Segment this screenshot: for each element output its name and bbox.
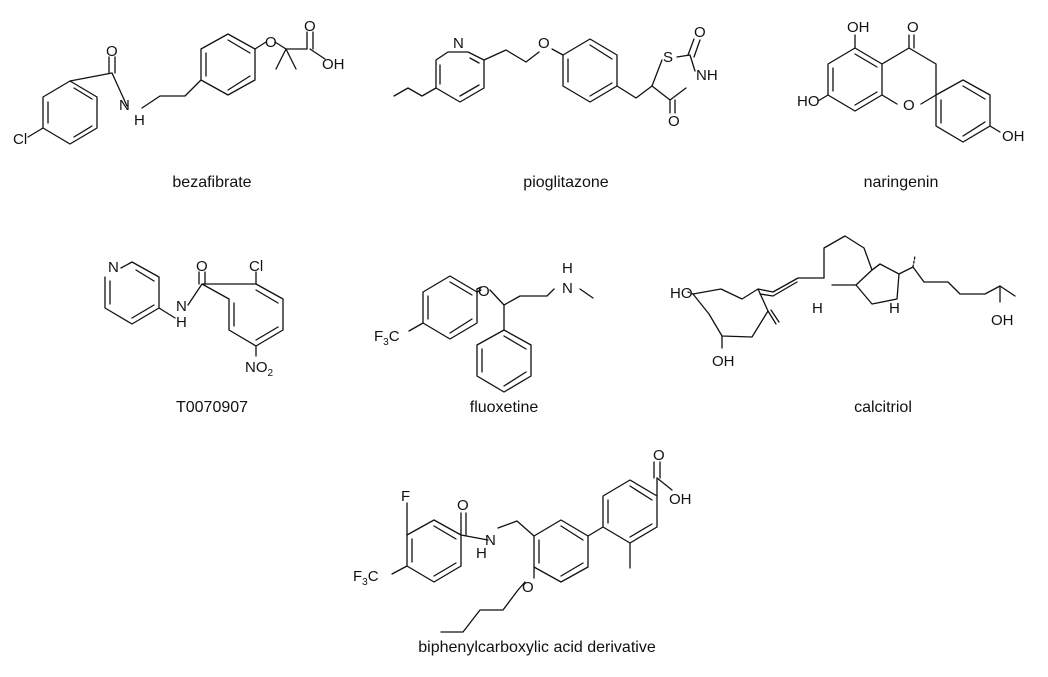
fluoxetine-structure: O H N F3C fluoxetine <box>374 260 594 416</box>
biphenyl-amide-h: H <box>476 545 487 562</box>
naringenin-structure: OH O HO O OH naringenin <box>797 19 1025 191</box>
calcitriol-caption: calcitriol <box>854 399 912 416</box>
naringenin-ho-left: HO <box>797 93 820 110</box>
biphenyl-amide-n: N <box>485 532 496 549</box>
t0070907-structure: N O Cl N H NO2 T0070907 <box>104 258 284 416</box>
pioglitazone-o-bottom: O <box>668 113 680 130</box>
pioglitazone-s: S <box>663 49 673 66</box>
biphenyl-caption: biphenylcarboxylic acid derivative <box>418 639 656 656</box>
fluoxetine-cf3: F3C <box>374 328 400 348</box>
biphenyl-oh: OH <box>669 491 692 508</box>
t0070907-cl: Cl <box>249 258 263 275</box>
fluoxetine-nh-h: H <box>562 260 573 277</box>
biphenyl-derivative-structure: F O O OH N H O F3C biphenylcarboxylic ac… <box>353 447 692 656</box>
bezafibrate-ether-o: O <box>265 34 277 51</box>
calcitriol-structure: HO OH H H OH calcitriol <box>670 235 1016 416</box>
naringenin-oh-top: OH <box>847 19 870 36</box>
biphenyl-ether-o: O <box>522 579 534 596</box>
naringenin-ring-o: O <box>903 97 915 114</box>
t0070907-caption: T0070907 <box>176 399 248 416</box>
biphenyl-f: F <box>401 488 410 505</box>
pioglitazone-structure: N O S O NH O pioglitazone <box>393 24 718 191</box>
naringenin-caption: naringenin <box>864 174 939 191</box>
fluoxetine-n: N <box>562 280 573 297</box>
bezafibrate-carbonyl-o: O <box>106 43 118 60</box>
bezafibrate-amide-n: N <box>119 97 130 114</box>
biphenyl-carbonyl-o: O <box>457 497 469 514</box>
calcitriol-ho-left: HO <box>670 285 693 302</box>
naringenin-ketone-o: O <box>907 19 919 36</box>
bezafibrate-cl: Cl <box>13 131 27 148</box>
t0070907-pyridine-n: N <box>108 259 119 276</box>
biphenyl-acid-o: O <box>653 447 665 464</box>
pioglitazone-pyridine-n: N <box>453 35 464 52</box>
t0070907-amide-n: N <box>176 298 187 315</box>
bezafibrate-caption: bezafibrate <box>172 174 251 191</box>
t0070907-no2: NO2 <box>245 359 274 379</box>
pioglitazone-o-top: O <box>694 24 706 41</box>
bezafibrate-oh: OH <box>322 56 345 73</box>
pioglitazone-ether-o: O <box>538 35 550 52</box>
t0070907-carbonyl-o: O <box>196 258 208 275</box>
calcitriol-h2: H <box>889 300 900 317</box>
calcitriol-h1: H <box>812 300 823 317</box>
fluoxetine-ether-o: O <box>478 283 490 300</box>
fluoxetine-caption: fluoxetine <box>470 399 539 416</box>
bezafibrate-amide-h: H <box>134 112 145 129</box>
biphenyl-cf3: F3C <box>353 568 379 588</box>
bezafibrate-acid-o: O <box>304 18 316 35</box>
calcitriol-oh-right: OH <box>991 312 1014 329</box>
naringenin-oh-right: OH <box>1002 128 1025 145</box>
t0070907-amide-h: H <box>176 314 187 331</box>
pioglitazone-nh: NH <box>696 67 718 84</box>
calcitriol-oh-bottom: OH <box>712 353 735 370</box>
bezafibrate-structure: O N H Cl O O OH bezafibrate <box>13 18 345 191</box>
pioglitazone-caption: pioglitazone <box>523 174 609 191</box>
